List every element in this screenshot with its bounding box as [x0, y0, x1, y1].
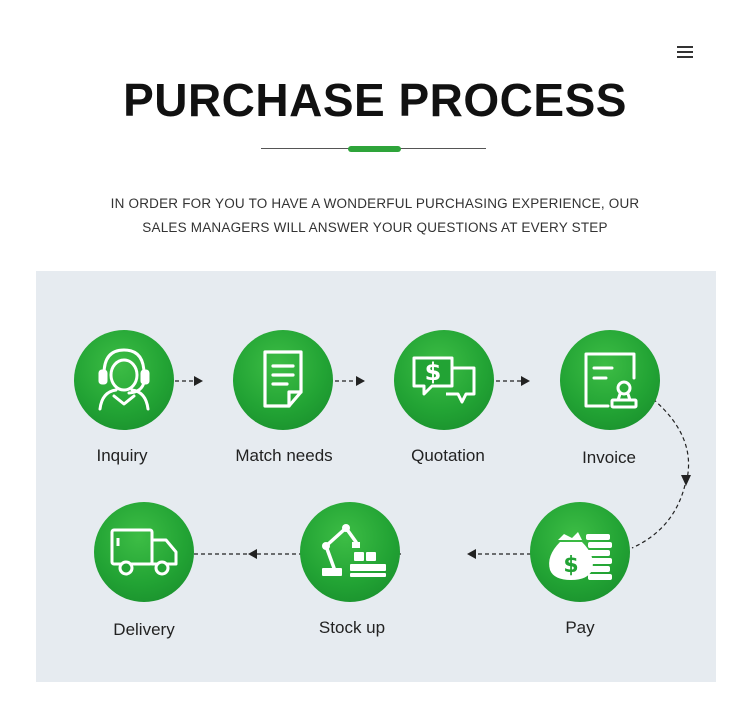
customer-service-headset-icon [98, 348, 150, 411]
arrow-head-3 [521, 376, 530, 386]
step-label-inquiry: Inquiry [96, 446, 148, 465]
step-label-match-needs: Match needs [235, 446, 333, 465]
step-quotation[interactable]: $ [394, 330, 494, 430]
step-match-needs[interactable] [233, 330, 333, 430]
step-pay[interactable]: $ [530, 502, 630, 602]
invoice-stamp-icon [584, 352, 638, 409]
step-stock-up[interactable] [300, 502, 400, 602]
robotic-arm-boxes-icon [322, 524, 386, 577]
step-invoice[interactable] [560, 330, 660, 430]
step-label-pay: Pay [565, 618, 595, 637]
step-delivery[interactable] [94, 502, 194, 602]
step-label-stock-up: Stock up [318, 618, 386, 637]
step-inquiry[interactable] [74, 330, 174, 430]
arrow-head-4 [681, 475, 691, 486]
process-panel: Inquiry Match needs $ Quotation [36, 271, 716, 682]
svg-text:$: $ [425, 358, 442, 386]
arrow-head-2 [356, 376, 365, 386]
arrow-head-1 [194, 376, 203, 386]
connector-invoice-pay-lower [631, 484, 686, 549]
money-bag-coins-icon: $ [549, 532, 612, 580]
connector-invoice-pay-upper [652, 398, 690, 480]
step-label-invoice: Invoice [582, 448, 636, 467]
page-title: PURCHASE PROCESS [123, 74, 627, 126]
price-chat-bubbles-icon: $ [412, 356, 476, 404]
hamburger-menu-icon[interactable] [677, 46, 694, 59]
step-label-quotation: Quotation [411, 446, 485, 465]
title-divider-accent [348, 146, 401, 152]
subtitle-line-2: SALES MANAGERS WILL ANSWER YOUR QUESTION… [142, 220, 608, 235]
document-icon [263, 350, 303, 408]
page-subtitle: IN ORDER FOR YOU TO HAVE A WONDERFUL PUR… [90, 192, 660, 240]
step-label-delivery: Delivery [113, 620, 175, 639]
arrow-head-6 [248, 549, 257, 559]
subtitle-line-1: IN ORDER FOR YOU TO HAVE A WONDERFUL PUR… [110, 196, 640, 211]
arrow-head-5 [467, 549, 476, 559]
delivery-truck-icon [110, 528, 178, 576]
svg-text:$: $ [563, 553, 578, 578]
